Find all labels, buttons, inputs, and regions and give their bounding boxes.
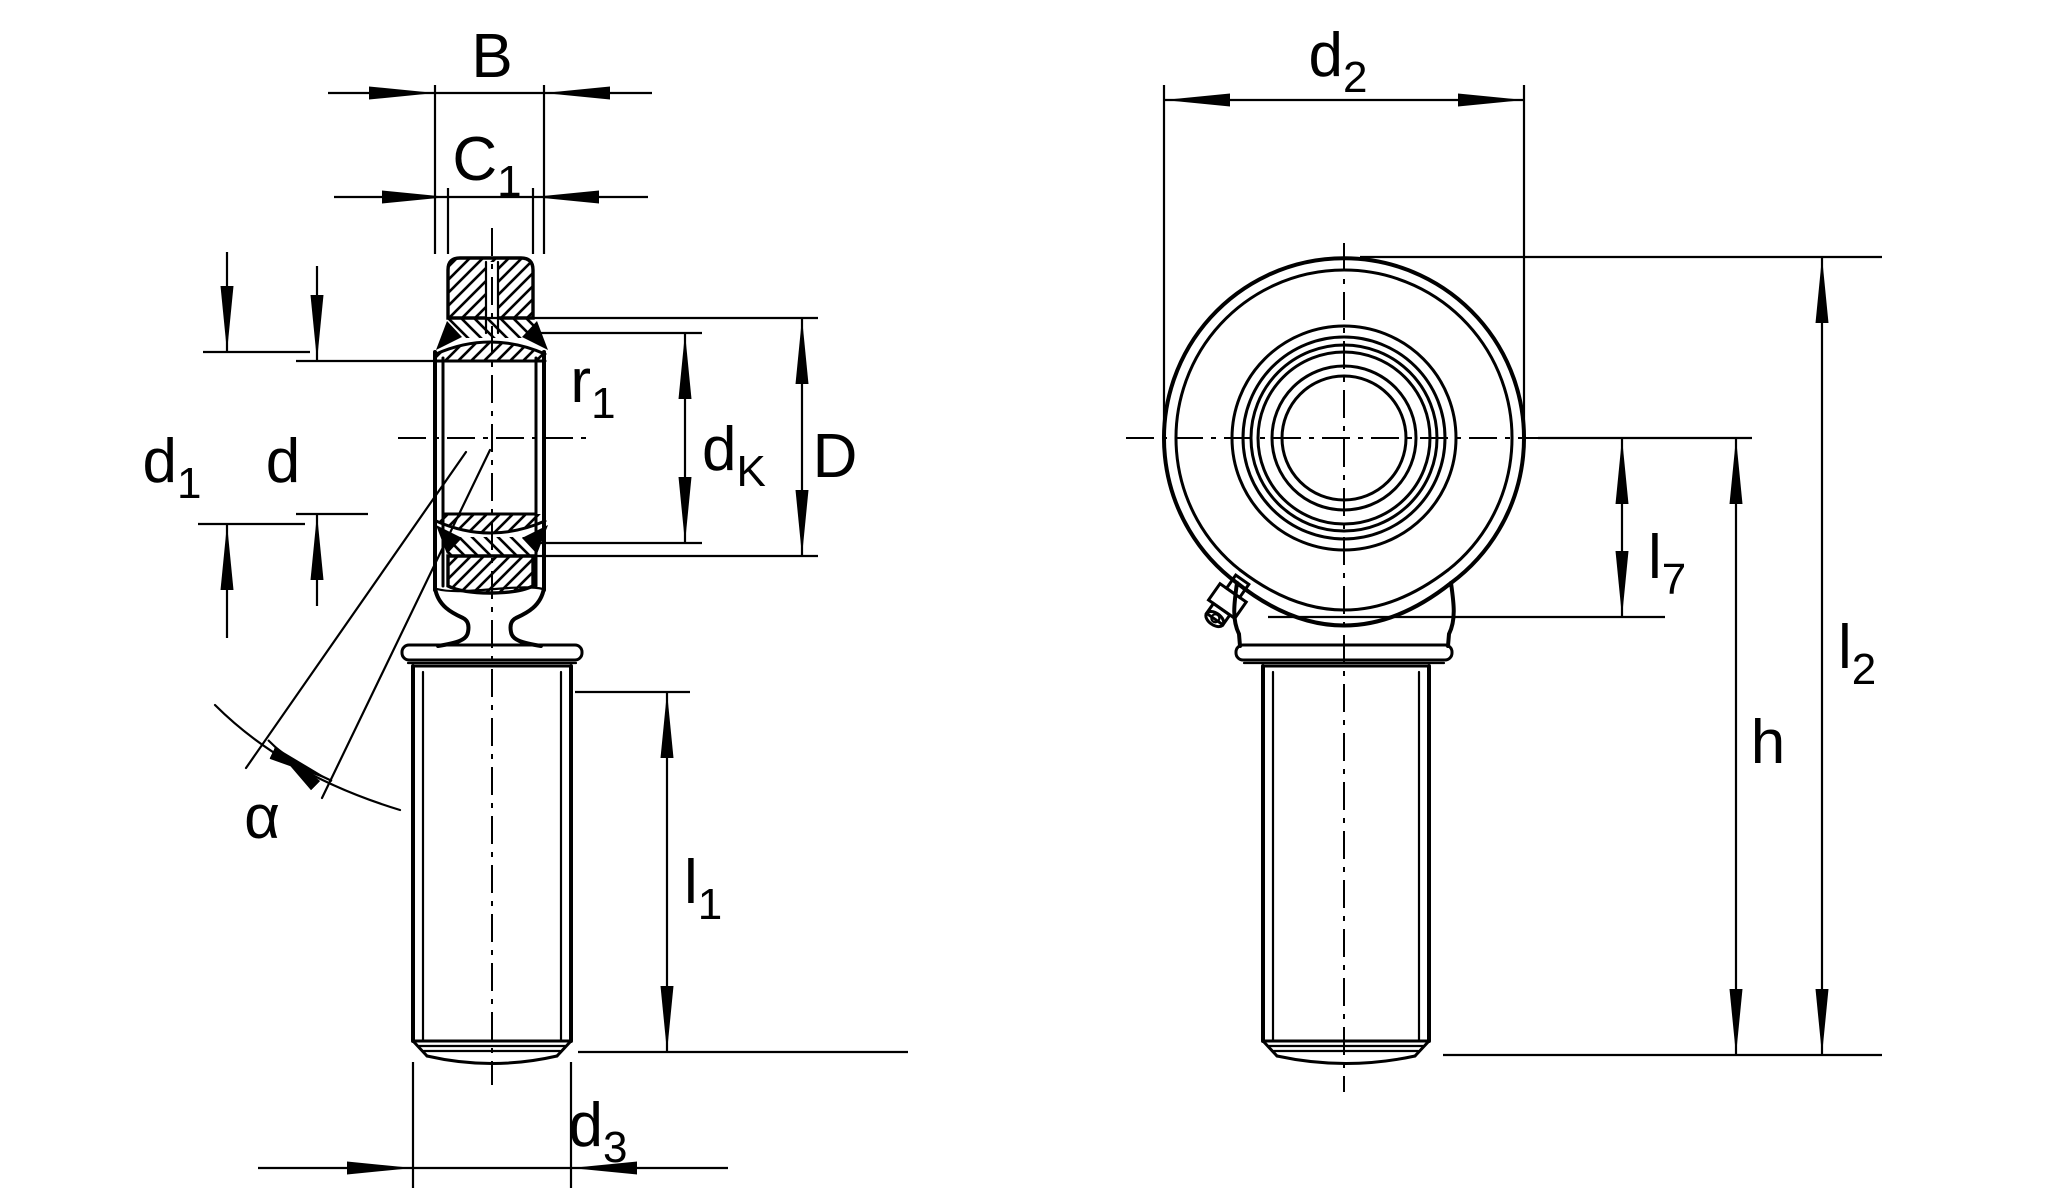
left-shank bbox=[411, 664, 573, 1065]
dim-d-label: d bbox=[266, 427, 300, 496]
dim-r1: r1 bbox=[570, 347, 615, 428]
grease-nipple bbox=[1204, 573, 1251, 629]
dim-l1-label: l1 bbox=[684, 848, 722, 929]
dim-D-label: D bbox=[813, 422, 858, 491]
dim-l1: l1 bbox=[575, 690, 908, 1054]
dim-C1: C1 bbox=[334, 125, 648, 254]
ball-top-arc bbox=[434, 340, 547, 363]
left-head-section bbox=[433, 256, 818, 595]
dim-d1-label: d1 bbox=[143, 427, 202, 508]
dim-C1-label: C1 bbox=[452, 125, 521, 206]
dim-l2: l2 bbox=[1360, 255, 1882, 1055]
dim-l7-label: l7 bbox=[1648, 523, 1686, 604]
left-view: B C1 d1 d r1 dK bbox=[143, 22, 908, 1188]
dim-d: d bbox=[266, 266, 441, 606]
left-neck bbox=[433, 586, 546, 648]
dim-B-label: B bbox=[471, 22, 512, 91]
ball-bottom-arc bbox=[434, 514, 547, 535]
dim-d3-label: d3 bbox=[569, 1091, 628, 1172]
dim-l2-label: l2 bbox=[1838, 613, 1876, 694]
right-neck bbox=[1232, 581, 1456, 648]
dim-dK-label: dK bbox=[702, 415, 766, 496]
right-view: d2 l7 h l2 bbox=[1126, 21, 1882, 1092]
feature-lines bbox=[448, 316, 818, 558]
dim-D: D bbox=[795, 318, 858, 556]
dim-dK: dK bbox=[678, 333, 766, 543]
dim-d3: d3 bbox=[258, 1062, 728, 1188]
dim-alpha-label: α bbox=[244, 783, 280, 852]
dim-alpha: α bbox=[213, 448, 492, 852]
dim-r1-label: r1 bbox=[570, 347, 615, 428]
dim-h: h bbox=[1443, 438, 1882, 1057]
dim-d2-label: d2 bbox=[1309, 21, 1368, 102]
right-shank bbox=[1261, 664, 1431, 1065]
dim-d1: d1 bbox=[143, 252, 310, 638]
dim-B: B bbox=[328, 22, 652, 254]
dim-l7: l7 bbox=[1268, 436, 1752, 619]
dim-d2: d2 bbox=[1162, 21, 1526, 436]
dim-h-label: h bbox=[1751, 708, 1785, 777]
right-shank-end bbox=[1261, 1039, 1431, 1065]
